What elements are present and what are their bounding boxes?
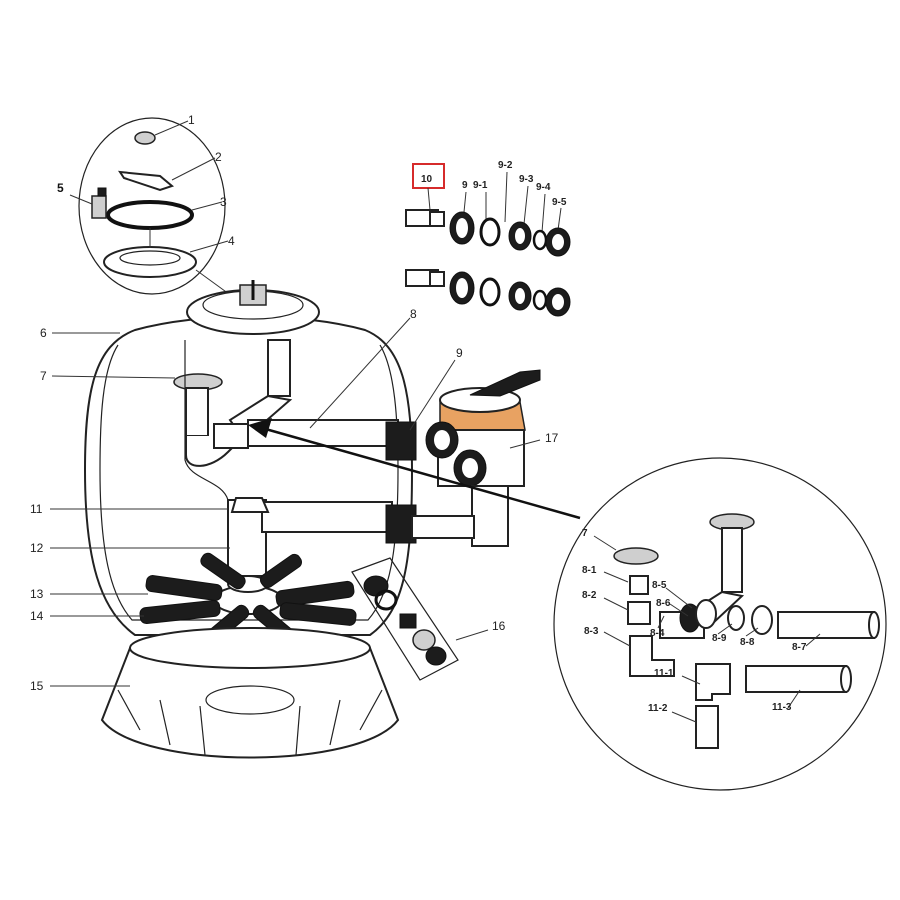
label-5: 5 — [57, 181, 64, 195]
label-9-4: 9-4 — [536, 182, 551, 193]
label-1: 1 — [188, 113, 195, 127]
label-11: 11 — [30, 502, 43, 516]
filter-tank — [83, 280, 414, 642]
detail-label-8-8: 8-8 — [740, 637, 755, 648]
label-9: 9 — [456, 346, 463, 360]
label-10: 10 — [421, 174, 433, 185]
detail-label-11-1: 11-1 — [654, 668, 674, 679]
multiport-valve — [385, 369, 541, 547]
detail-label-8-9: 8-9 — [712, 633, 727, 644]
label-14: 14 — [30, 609, 44, 623]
detail-label-8-3: 8-3 — [584, 626, 599, 637]
detail-label-8-1: 8-1 — [582, 565, 597, 576]
label-9-2: 9-2 — [498, 160, 513, 171]
label-3: 3 — [220, 195, 227, 209]
label-9-5: 9-5 — [552, 197, 567, 208]
label-2: 2 — [215, 150, 222, 164]
union-parts-group: 10 9 9-1 9-2 9-3 9-4 9-5 — [405, 160, 571, 317]
union-row-2 — [405, 269, 571, 317]
knob-part — [134, 131, 156, 145]
label-16: 16 — [492, 619, 506, 633]
detail-label-7: 7 — [582, 528, 588, 539]
label-17: 17 — [545, 431, 559, 445]
union-row-1 — [405, 209, 571, 257]
bracket-part — [117, 170, 175, 192]
detail-label-8-7: 8-7 — [792, 642, 807, 653]
label-9-1: 9-1 — [473, 180, 488, 191]
label-12: 12 — [30, 541, 44, 555]
label-7: 7 — [40, 369, 47, 383]
main-labels: 6 7 8 9 11 12 13 14 15 16 17 — [30, 307, 559, 693]
label-9-top: 9 — [462, 180, 468, 191]
label-13: 13 — [30, 587, 44, 601]
drain-assembly — [351, 557, 489, 681]
detail-callout: 7 8-1 8-2 8-3 8-4 8-5 8-6 8-9 8-8 8-7 11… — [553, 457, 887, 791]
detail-arrow — [248, 418, 581, 520]
label-6: 6 — [40, 326, 47, 340]
valve-handle — [469, 369, 541, 397]
air-valve-part — [91, 195, 107, 219]
detail-label-8-6: 8-6 — [656, 598, 671, 609]
detail-label-8-4: 8-4 — [650, 628, 665, 639]
detail-label-11-3: 11-3 — [772, 702, 792, 713]
label-15: 15 — [30, 679, 44, 693]
label-9-3: 9-3 — [519, 174, 534, 185]
label-4: 4 — [228, 234, 235, 248]
detail-label-11-2: 11-2 — [648, 703, 668, 714]
detail-label-8-5: 8-5 — [652, 580, 667, 591]
label-8: 8 — [410, 307, 417, 321]
lid-parts-callout: 1 2 3 4 5 — [57, 113, 241, 303]
oring-part — [106, 200, 194, 230]
detail-label-8-2: 8-2 — [582, 590, 597, 601]
laterals — [139, 552, 357, 642]
tank-base — [100, 627, 400, 759]
